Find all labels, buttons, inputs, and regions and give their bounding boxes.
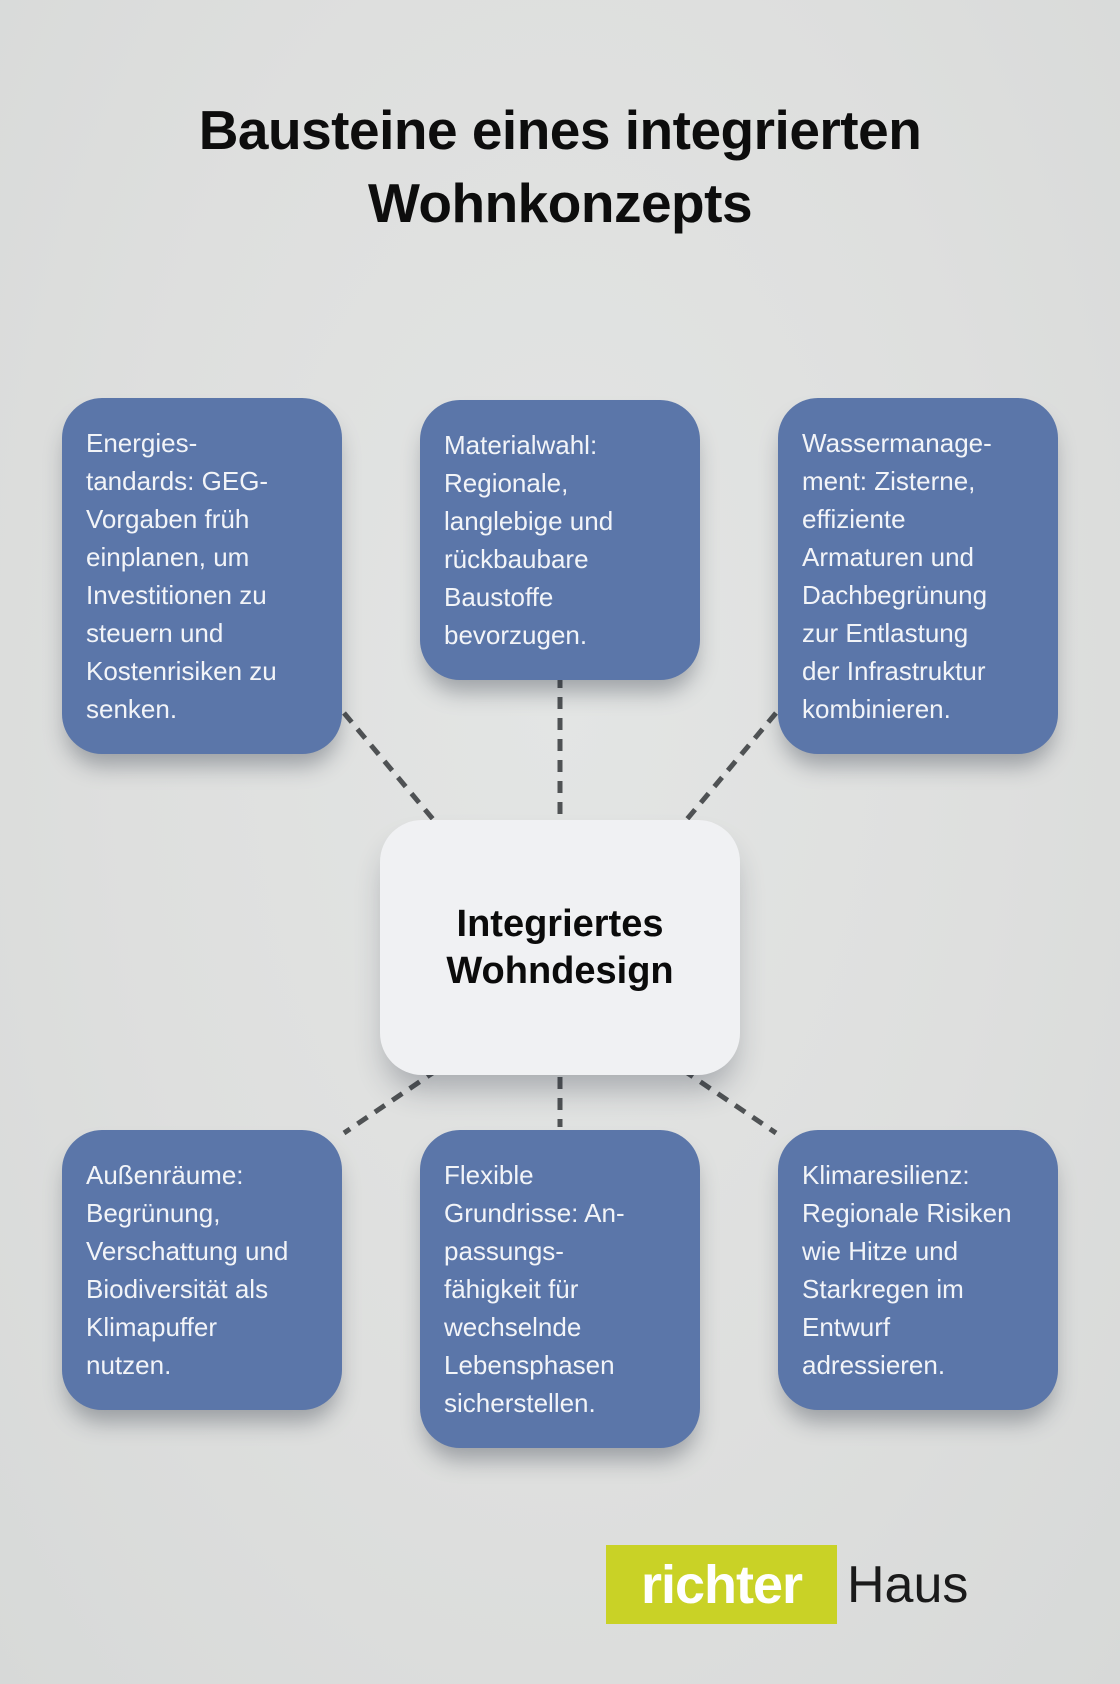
node-materialwahl: Materialwahl: Regionale, langlebige und … (420, 400, 700, 680)
node-klimaresilienz: Klimaresilienz: Regionale Risiken wie Hi… (778, 1130, 1058, 1410)
logo-brand-mark: richter (606, 1545, 837, 1624)
node-energiestandards: Energies- tandards: GEG- Vorgaben früh e… (62, 398, 342, 754)
node-flexible-grundrisse: Flexible Grundrisse: An- passungs- fähig… (420, 1130, 700, 1448)
connector-top-right (681, 711, 778, 826)
center-node: Integriertes Wohndesign (380, 820, 740, 1075)
connector-bottom-left (342, 1067, 439, 1136)
logo-name-text: Haus (847, 1555, 969, 1614)
page-title: Bausteine eines integrierten Wohnkonzept… (198, 99, 922, 234)
node-aussenraeume: Außenräume: Begrünung, Verschattung und … (62, 1130, 342, 1410)
brand-logo: richter Haus (606, 1545, 968, 1624)
node-wassermanagement: Wassermanage- ment: Zisterne, effiziente… (778, 398, 1058, 754)
connector-top-left (342, 711, 439, 826)
connector-bottom-right (681, 1067, 778, 1136)
logo-brand-text: richter (640, 1554, 803, 1615)
center-node-label: Integriertes Wohndesign (446, 902, 674, 992)
